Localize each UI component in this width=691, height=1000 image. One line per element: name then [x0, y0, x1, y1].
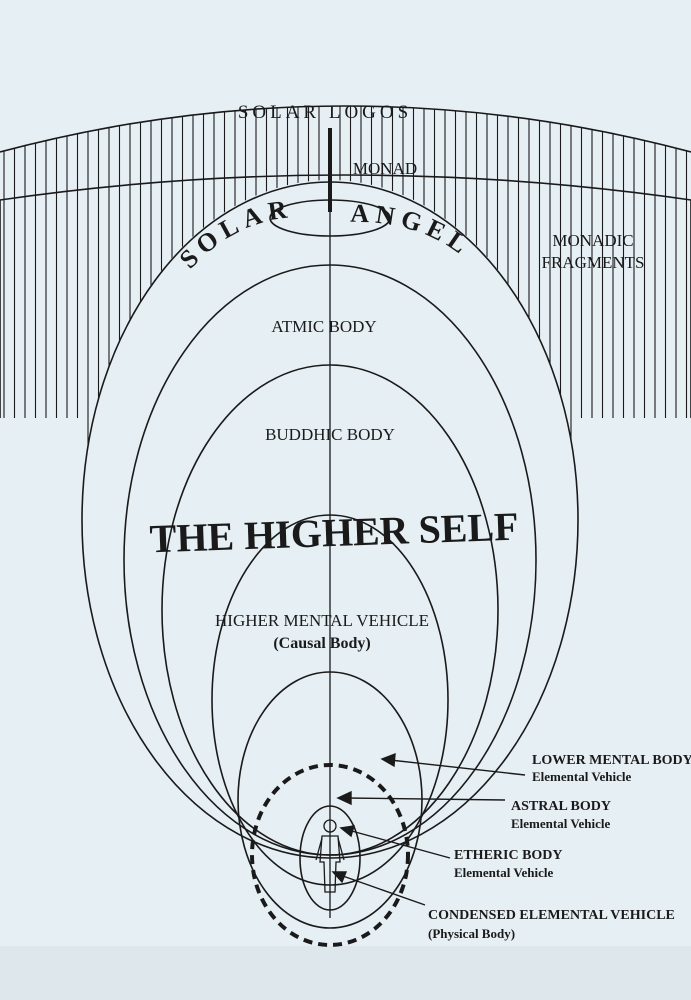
- astral-body-sub: Elemental Vehicle: [511, 816, 611, 831]
- etheric-body-label: ETHERIC BODY: [454, 848, 563, 863]
- solar-angel-oval: [269, 199, 391, 237]
- higher-mental-vehicle-label: HIGHER MENTAL VEHICLE: [215, 611, 429, 630]
- solar-logos-outer-arc: [0, 105, 691, 153]
- callout-arrows: [331, 752, 526, 906]
- lower-mental-body-label: LOWER MENTAL BODY: [532, 753, 691, 768]
- causal-body-label: (Causal Body): [273, 635, 370, 652]
- etheric-body-sub: Elemental Vehicle: [454, 865, 554, 880]
- condensed-vehicle-sub: (Physical Body): [428, 926, 515, 941]
- atmic-body-label: ATMIC BODY: [271, 317, 376, 336]
- monad-label: MONAD: [353, 159, 417, 178]
- monadic-fragments-label-line1: MONADIC: [552, 231, 633, 250]
- condensed-vehicle-label: CONDENSED ELEMENTAL VEHICLE: [428, 908, 675, 923]
- solar-logos-label: SOLAR LOGOS: [238, 102, 412, 123]
- buddhic-body-label: BUDDHIC BODY: [265, 425, 395, 444]
- monadic-fragments-label-line2: FRAGMENTS: [542, 253, 645, 272]
- astral-body-label: ASTRAL BODY: [511, 799, 611, 814]
- lower-mental-body-sub: Elemental Vehicle: [532, 769, 632, 784]
- solar-logos-inner-arc: [0, 174, 691, 418]
- human-figure-icon: [315, 819, 345, 893]
- bottom-frame: [0, 946, 691, 1000]
